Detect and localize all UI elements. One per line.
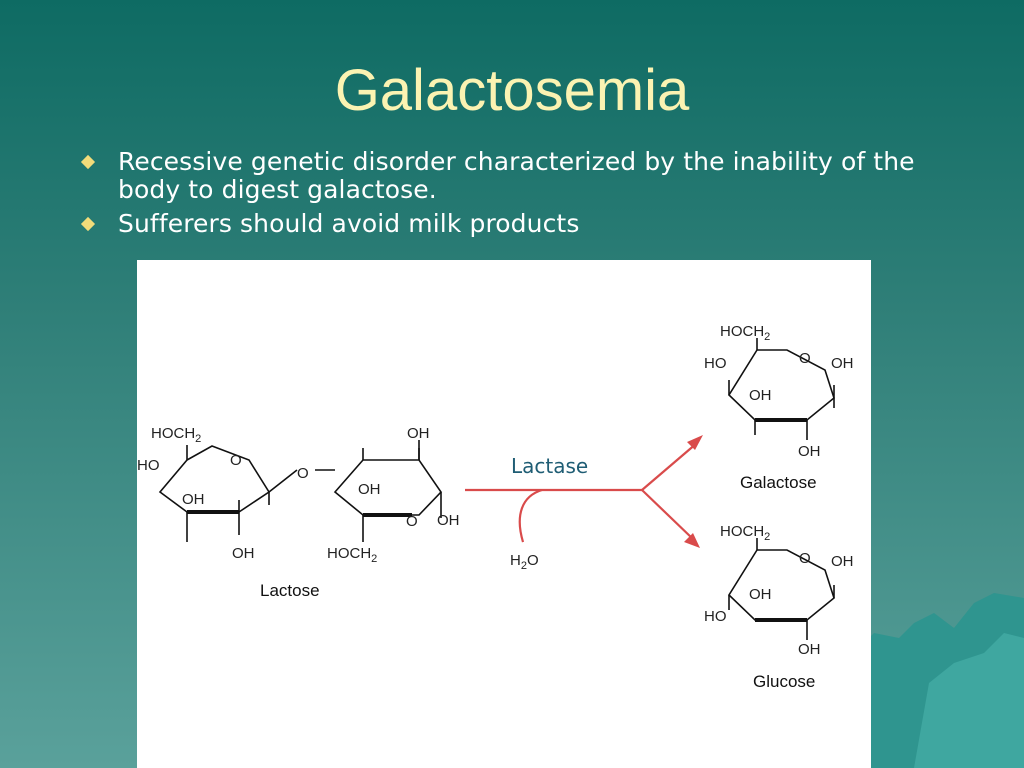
lactose-ring2-o-label: O — [406, 513, 418, 530]
lactose-hoch2-label: HOCH2 — [151, 425, 201, 445]
glucose-oh-right-label: OH — [831, 553, 854, 570]
lactose-ring2-oh-top-label: OH — [407, 425, 430, 442]
lactose-ring2-oh-label: OH — [358, 481, 381, 498]
lactose-ring1-oh-label: OH — [182, 491, 205, 508]
lactose-ho-label: HO — [137, 457, 160, 474]
glucose-ring-o-label: O — [799, 550, 811, 567]
galactose-oh-inner-label: OH — [749, 387, 772, 404]
lactose-hydrolysis-diagram: HOCH2 HO O OH OH O OH OH O OH HOCH2 Lact… — [137, 260, 871, 768]
galactose-oh-right-label: OH — [831, 355, 854, 372]
glycosidic-o-label: O — [297, 465, 309, 482]
galactose-oh-bottom-label: OH — [798, 443, 821, 460]
lactose-ring2-oh-right-label: OH — [437, 512, 460, 529]
galactose-hoch2-label: HOCH2 — [720, 323, 770, 343]
lactose-ring1-oh-bottom-label: OH — [232, 545, 255, 562]
mountain-decoration — [854, 593, 1024, 768]
water-label: H2O — [510, 552, 539, 572]
bullet-item: Recessive genetic disorder characterized… — [80, 148, 940, 204]
lactose-ring2-hoch2-label: HOCH2 — [327, 545, 377, 565]
enzyme-label: Lactase — [511, 454, 588, 478]
glucose-ho-label: HO — [704, 608, 727, 625]
diamond-bullet-icon — [80, 216, 96, 232]
galactose-ring-o-label: O — [799, 350, 811, 367]
lactose-name: Lactose — [260, 581, 320, 600]
diamond-bullet-icon — [80, 154, 96, 170]
glucose-hoch2-label: HOCH2 — [720, 523, 770, 543]
slide-title: Galactosemia — [334, 58, 690, 123]
lactose-ring1-o-label: O — [230, 452, 242, 469]
galactose-ho-label: HO — [704, 355, 727, 372]
galactose-name: Galactose — [740, 473, 817, 492]
glucose-oh-inner-label: OH — [749, 586, 772, 603]
bullet-item: Sufferers should avoid milk products — [80, 210, 940, 238]
glucose-oh-bottom-label: OH — [798, 641, 821, 658]
glucose-name: Glucose — [753, 672, 815, 691]
bullet-text: Sufferers should avoid milk products — [118, 209, 580, 238]
bullet-list: Recessive genetic disorder characterized… — [80, 148, 940, 244]
reaction-svg: HOCH2 HO O OH OH O OH OH O OH HOCH2 Lact… — [137, 323, 854, 691]
bullet-text: Recessive genetic disorder characterized… — [118, 147, 915, 204]
